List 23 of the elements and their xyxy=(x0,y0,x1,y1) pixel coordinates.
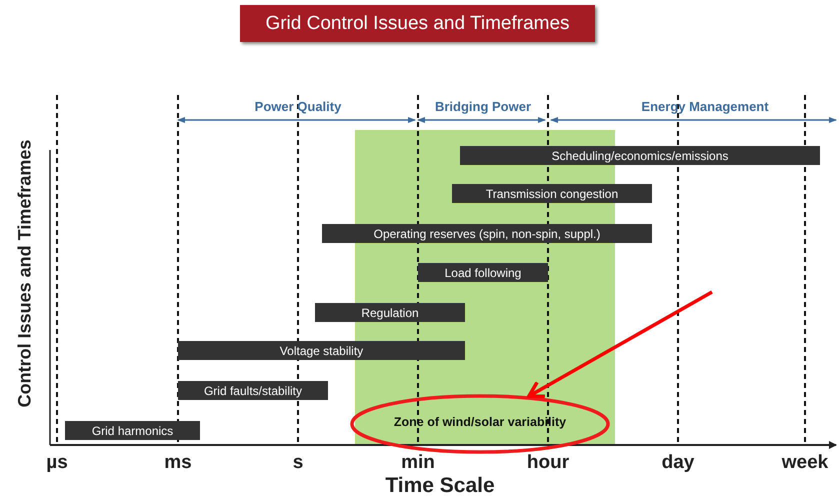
tick-label: min xyxy=(401,452,435,474)
tick-label: week xyxy=(782,452,828,474)
timeframe-bar: Load following xyxy=(418,263,548,282)
timeframe-bar: Regulation xyxy=(315,303,465,322)
axis-title: Control Issues and Timeframes xyxy=(14,138,36,408)
tick-label: µs xyxy=(46,452,68,474)
axis-title: Time Scale xyxy=(385,474,495,498)
timeframe-bar: Voltage stability xyxy=(178,341,465,360)
timeframe-bar: Grid harmonics xyxy=(65,421,200,440)
range-label: Energy Management xyxy=(641,99,769,114)
tick-label: day xyxy=(662,452,694,474)
timeframe-bar: Scheduling/economics/emissions xyxy=(460,146,820,165)
title-banner: Grid Control Issues and Timeframes xyxy=(240,5,595,42)
timeframe-bar: Grid faults/stability xyxy=(178,381,328,400)
timeframe-bar: Operating reserves (spin, non-spin, suppl.) xyxy=(322,224,652,243)
range-label: Bridging Power xyxy=(434,99,532,114)
tick-label: hour xyxy=(526,452,570,474)
arrow xyxy=(527,290,713,398)
tick-label: ms xyxy=(164,452,192,474)
timeframe-bar: Transmission congestion xyxy=(452,184,652,203)
zone-ellipse xyxy=(350,394,610,454)
range-label: Power Quality xyxy=(254,99,342,114)
tick-label: s xyxy=(292,452,304,474)
